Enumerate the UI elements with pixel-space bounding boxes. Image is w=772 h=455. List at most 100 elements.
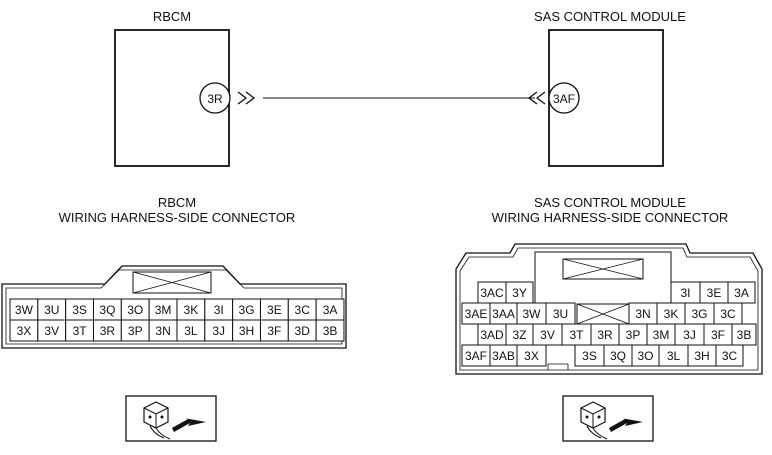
pin-label: 3X <box>524 349 539 363</box>
pin-cell: 3AA <box>489 302 518 325</box>
sas-module-title: SAS CONTROL MODULE <box>534 9 686 24</box>
pin-label: 3H <box>239 324 254 338</box>
pin-label: 3AF <box>465 349 487 363</box>
pin-cell: 3AF <box>461 344 491 367</box>
pin-cell: 3O <box>120 298 150 321</box>
pin-cell: 3D <box>287 319 317 342</box>
pin-cell: 3Z <box>505 323 534 346</box>
pin-cell: 3U <box>545 302 576 325</box>
pin-label: 3B <box>323 324 338 338</box>
sas-lock-frame <box>534 251 672 305</box>
pin-cell: 3H <box>232 319 261 342</box>
pin-label: 3U <box>44 303 59 317</box>
sas-lock-tab-cross-icon <box>562 258 644 280</box>
pin-label: 3T <box>73 324 88 338</box>
pin-label: 3AC <box>480 286 504 300</box>
pin-label: 3O <box>637 349 653 363</box>
pin-cell: 3M <box>148 298 178 321</box>
pin-cell: 3C <box>713 302 743 325</box>
sas-connector-housing <box>455 243 763 375</box>
pin-label: 3O <box>127 303 143 317</box>
pin-cell: 3S <box>574 344 605 367</box>
harness-arrow-icon <box>609 418 643 432</box>
schematic: RBCM SAS CONTROL MODULE 3R 3AF <box>114 9 686 167</box>
pin-cell: 3G <box>232 298 261 321</box>
pin-label: 3U <box>553 307 568 321</box>
pin-label: 3C <box>295 303 311 317</box>
pin-label: 3V <box>44 324 59 338</box>
pin-cell: 3R <box>590 323 620 346</box>
pin-label: 3K <box>184 303 199 317</box>
rbcm-terminal-label: 3R <box>207 92 223 106</box>
pin-cell: 3B <box>315 319 345 342</box>
pin-cell: 3K <box>656 302 686 325</box>
pin-label: 3AB <box>492 349 515 363</box>
rbcm-title: RBCM <box>153 9 191 24</box>
pin-cell: 3K <box>176 298 206 321</box>
pin-label: 3F <box>711 328 725 342</box>
pin-cell: 3F <box>703 323 733 346</box>
sas-harness-side-icon <box>562 395 654 442</box>
rbcm-lock-tab <box>132 271 212 294</box>
pin-label: 3S <box>72 303 87 317</box>
harness-arrow-icon <box>172 418 206 432</box>
pin-label: 3G <box>239 303 255 317</box>
pin-cell-box <box>516 344 547 367</box>
pin-label: 3T <box>569 328 584 342</box>
pin-label: 3E <box>267 303 282 317</box>
rbcm-connector-chevron-icon <box>237 91 256 105</box>
pin-cell: 3Q <box>603 344 633 367</box>
pin-cell: 3I <box>204 298 234 321</box>
pin-label: 3G <box>691 307 707 321</box>
pin-cell: 3G <box>684 302 715 325</box>
pin-cell: 3AB <box>489 344 518 367</box>
pin-label: 3Z <box>512 328 526 342</box>
pin-cell: 3C <box>287 298 317 321</box>
pin-cell: 3T <box>65 319 94 342</box>
pin-cell: 3H <box>687 344 717 367</box>
pin-label: 3J <box>683 328 696 342</box>
pin-label: 3I <box>680 286 690 300</box>
sas-connector-inner-outline <box>459 247 759 371</box>
pin-label: 3AA <box>492 307 515 321</box>
pin-label: 3P <box>128 324 143 338</box>
pin-cell: 3U <box>37 298 67 321</box>
pin-cell-box <box>731 323 757 346</box>
rbcm-terminal <box>199 82 231 114</box>
pin-label: 3E <box>707 286 722 300</box>
pin-cell: 3AC <box>477 281 507 304</box>
pin-cell: 3F <box>259 319 289 342</box>
pin-cell: 3N <box>628 302 658 325</box>
sas-terminal-label: 3AF <box>553 92 575 106</box>
pin-label: 3R <box>597 328 613 342</box>
pin-cell: 3L <box>176 319 206 342</box>
pin-label: 3L <box>667 349 681 363</box>
pin-label: 3A <box>323 303 338 317</box>
pin-label: 3C <box>720 307 736 321</box>
pin-label: 3F <box>267 324 281 338</box>
pin-label: 3Y <box>512 286 527 300</box>
pin-label: 3M <box>155 303 172 317</box>
pin-cell: 3P <box>120 319 150 342</box>
sas-connector-chevron-icon <box>527 91 546 105</box>
pin-label: 3AD <box>480 328 504 342</box>
pin-cell-box <box>715 344 744 367</box>
pin-cell: 3S <box>65 298 94 321</box>
pin-label: 3N <box>635 307 650 321</box>
pin-cell: 3B <box>731 323 757 346</box>
sas-lock-tab <box>562 258 644 280</box>
pin-label: 3A <box>734 286 749 300</box>
pin-cell: 3A <box>727 281 756 304</box>
pin-cell: 3A <box>315 298 345 321</box>
pin-label: 3X <box>17 324 32 338</box>
pin-cell: 3W <box>9 298 39 321</box>
pin-label: 3Q <box>610 349 626 363</box>
pin-cell: 3V <box>532 323 563 346</box>
pin-label: 3B <box>737 328 752 342</box>
pin-label: 3V <box>540 328 555 342</box>
pin-label: 3H <box>694 349 709 363</box>
pin-label: 3M <box>653 328 670 342</box>
